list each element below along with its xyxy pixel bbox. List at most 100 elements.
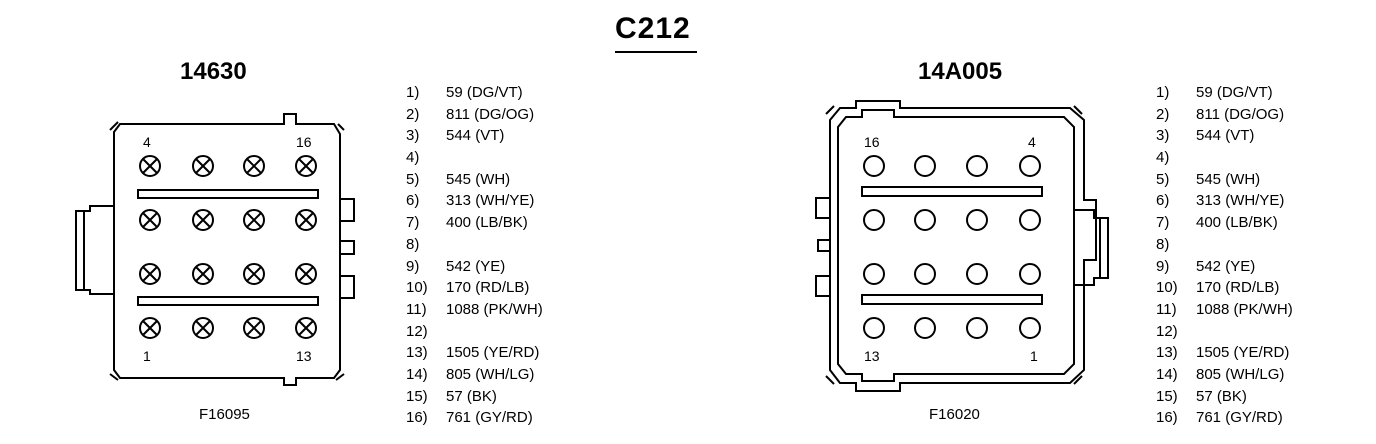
left-pin-grid bbox=[139, 155, 317, 339]
pin-socket-crossed bbox=[243, 155, 265, 177]
pin-circuit: 400 (LB/BK) bbox=[446, 214, 528, 232]
pin-circuit: 542 (YE) bbox=[1196, 257, 1256, 275]
pin-socket bbox=[966, 317, 988, 339]
pin-number: 15) bbox=[406, 387, 428, 405]
pin-number: 9) bbox=[406, 257, 420, 275]
pin-circuit: 542 (YE) bbox=[446, 257, 506, 275]
right-corner-label-bl: 13 bbox=[864, 348, 880, 364]
pin-socket-crossed bbox=[295, 317, 317, 339]
pin-circuit: 544 (VT) bbox=[1196, 127, 1255, 145]
pin-number: 6) bbox=[406, 192, 420, 210]
pin-number: 8) bbox=[1156, 235, 1170, 253]
pin-number: 11) bbox=[406, 300, 427, 318]
pin-row: 15) 57 (BK) bbox=[406, 386, 543, 408]
pin-number: 4) bbox=[406, 149, 420, 167]
right-corner-label-tr: 4 bbox=[1028, 134, 1036, 150]
pin-number: 10) bbox=[406, 279, 428, 297]
pin-circuit: 170 (RD/LB) bbox=[1196, 279, 1280, 297]
pin-socket bbox=[966, 263, 988, 285]
pin-row: 4) bbox=[406, 147, 543, 169]
pin-row: 1) 59 (DG/VT) bbox=[406, 82, 543, 104]
pin-row: 2) 811 (DG/OG) bbox=[406, 104, 543, 126]
pin-circuit: 59 (DG/VT) bbox=[1196, 84, 1273, 101]
pin-row: 5)545 (WH) bbox=[406, 169, 543, 191]
pin-socket bbox=[914, 317, 936, 339]
pin-row: 14)805 (WH/LG) bbox=[1156, 364, 1293, 386]
pin-socket-crossed bbox=[192, 155, 214, 177]
pin-socket-crossed bbox=[139, 317, 161, 339]
pin-socket bbox=[1019, 209, 1041, 231]
right-pin-grid bbox=[863, 155, 1041, 339]
pin-circuit: 805 (WH/LG) bbox=[1196, 365, 1285, 383]
pin-row: 1)59 (DG/VT) bbox=[1156, 82, 1293, 104]
pin-socket bbox=[863, 317, 885, 339]
pin-row: 10)170 (RD/LB) bbox=[406, 277, 543, 299]
pin-row: 14) 805 (WH/LG) bbox=[406, 364, 543, 386]
pin-row: 13)1505 (YE/RD) bbox=[406, 342, 543, 364]
pin-socket bbox=[1019, 263, 1041, 285]
pin-number: 13) bbox=[1156, 344, 1178, 362]
pin-row: 15) 57 (BK) bbox=[1156, 386, 1293, 408]
pin-row: 6)313 (WH/YE) bbox=[406, 190, 543, 212]
pin-socket bbox=[966, 209, 988, 231]
pin-number: 14) bbox=[406, 365, 428, 383]
pin-row: 12) bbox=[406, 321, 543, 343]
pin-row: 8) bbox=[1156, 234, 1293, 256]
pin-number: 4) bbox=[1156, 149, 1170, 167]
right-figure-id: F16020 bbox=[929, 406, 980, 423]
pin-socket-crossed bbox=[139, 263, 161, 285]
pin-number: 6) bbox=[1156, 192, 1170, 210]
pin-circuit: 544 (VT) bbox=[446, 127, 505, 145]
pin-row: 12) bbox=[1156, 321, 1293, 343]
pin-row: 4) bbox=[1156, 147, 1293, 169]
pin-circuit: 59 (DG/VT) bbox=[446, 84, 523, 101]
left-corner-label-br: 13 bbox=[296, 348, 312, 364]
pin-circuit: 57 (BK) bbox=[1196, 387, 1247, 405]
pin-row: 13)1505 (YE/RD) bbox=[1156, 342, 1293, 364]
left-part-number: 14630 bbox=[180, 58, 247, 85]
pin-socket-crossed bbox=[192, 209, 214, 231]
right-corner-label-tl: 16 bbox=[864, 134, 880, 150]
pin-socket bbox=[863, 263, 885, 285]
pin-socket-crossed bbox=[192, 263, 214, 285]
pin-circuit: 805 (WH/LG) bbox=[446, 365, 535, 383]
pin-circuit: 545 (WH) bbox=[446, 170, 511, 188]
pin-number: 9) bbox=[1156, 257, 1170, 275]
pin-number: 15) bbox=[1156, 387, 1178, 405]
pin-number: 1) bbox=[406, 84, 420, 101]
pin-row: 11) 1088 (PK/WH) bbox=[1156, 299, 1293, 321]
pin-row: 16)761 (GY/RD) bbox=[1156, 407, 1293, 429]
pin-row: 8) bbox=[406, 234, 543, 256]
pin-socket-crossed bbox=[139, 155, 161, 177]
pin-circuit: 811 (DG/OG) bbox=[446, 105, 535, 123]
pin-socket-crossed bbox=[295, 209, 317, 231]
left-corner-label-tl: 4 bbox=[143, 134, 151, 150]
pin-number: 2) bbox=[406, 105, 420, 123]
pin-socket bbox=[1019, 155, 1041, 177]
left-corner-label-tr: 16 bbox=[296, 134, 312, 150]
pin-number: 3) bbox=[406, 127, 420, 145]
connector-title: C212 bbox=[615, 12, 691, 45]
pin-circuit: 313 (WH/YE) bbox=[1196, 192, 1285, 210]
pin-socket-crossed bbox=[243, 317, 265, 339]
pin-number: 13) bbox=[406, 344, 428, 362]
pin-row: 16)761 (GY/RD) bbox=[406, 407, 543, 429]
left-connector-face bbox=[75, 113, 355, 386]
pin-row: 3) 544 (VT) bbox=[406, 125, 543, 147]
pin-circuit: 1088 (PK/WH) bbox=[446, 300, 543, 318]
pin-socket bbox=[914, 209, 936, 231]
pin-circuit: 1088 (PK/WH) bbox=[1196, 300, 1293, 318]
pin-number: 11) bbox=[1156, 300, 1177, 318]
pin-circuit: 761 (GY/RD) bbox=[446, 409, 533, 427]
pin-socket bbox=[863, 209, 885, 231]
pin-socket-crossed bbox=[243, 263, 265, 285]
pin-circuit: 761 (GY/RD) bbox=[1196, 409, 1283, 427]
pin-socket-crossed bbox=[192, 317, 214, 339]
pin-circuit: 57 (BK) bbox=[446, 387, 497, 405]
right-pin-list: 1)59 (DG/VT)2)811 (DG/OG)3)544 (VT)4)5)5… bbox=[1156, 82, 1293, 429]
right-corner-label-br: 1 bbox=[1030, 348, 1038, 364]
pin-number: 8) bbox=[406, 235, 420, 253]
pin-row: 5)545 (WH) bbox=[1156, 169, 1293, 191]
pin-circuit: 545 (WH) bbox=[1196, 170, 1261, 188]
pin-number: 12) bbox=[1156, 322, 1178, 340]
